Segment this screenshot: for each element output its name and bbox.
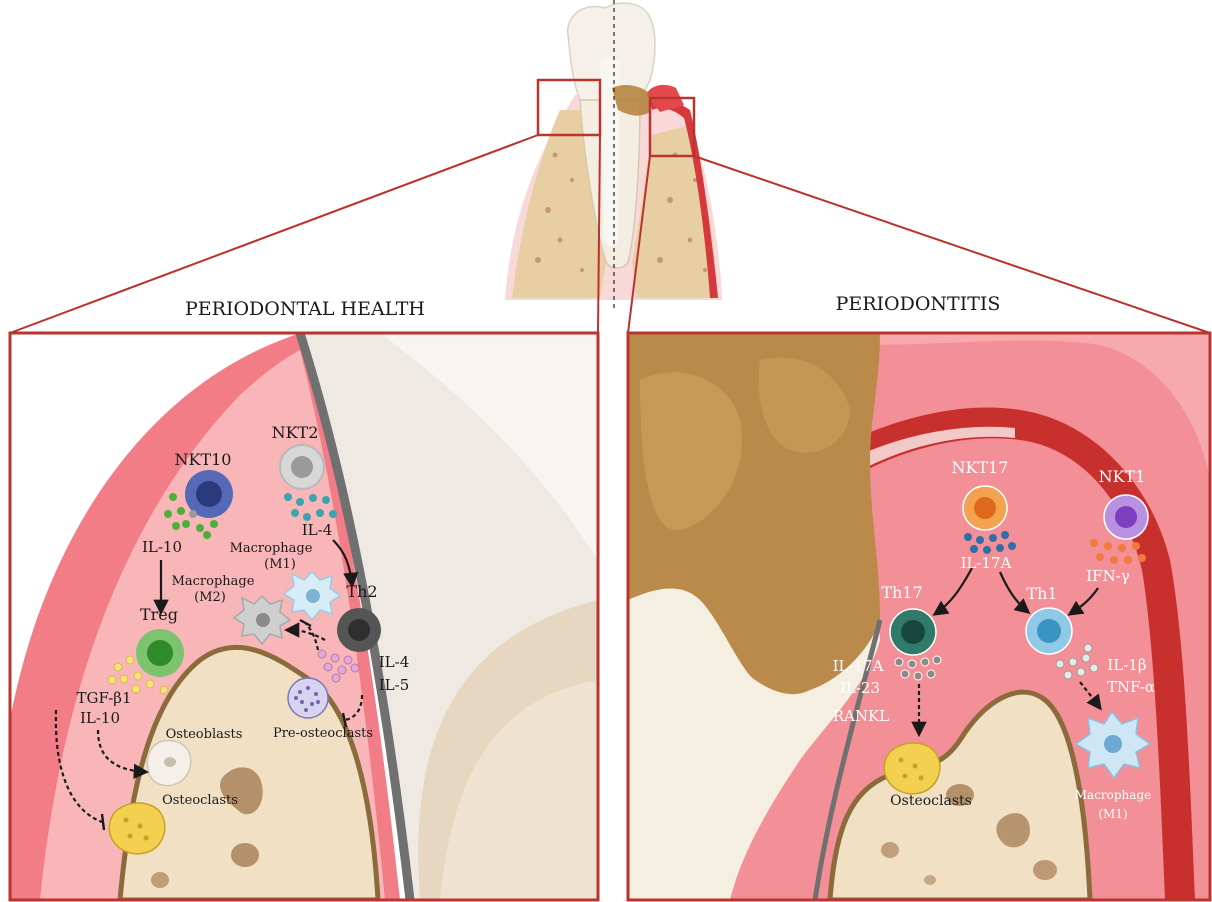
label-nkt10: NKT10 bbox=[175, 450, 232, 469]
tooth-illustration bbox=[505, 0, 722, 310]
th17-cell bbox=[890, 609, 936, 655]
label-tnfa: TNF-α bbox=[1107, 678, 1155, 696]
osteoclast-cell-left bbox=[109, 803, 165, 854]
label-macrophage-m1-line2: (M1) bbox=[264, 557, 296, 572]
label-osteoblasts: Osteoblasts bbox=[166, 727, 243, 742]
th2-cell bbox=[337, 608, 381, 652]
label-osteoclasts-left: Osteoclasts bbox=[162, 793, 238, 808]
label-nkt1: NKT1 bbox=[1099, 467, 1146, 486]
treg-cell bbox=[136, 629, 184, 677]
label-macrophage-m2-line1: Macrophage bbox=[172, 574, 255, 589]
label-il1b: IL-1β bbox=[1107, 656, 1146, 674]
pre-osteoclast-cell bbox=[288, 678, 328, 718]
osteoclast-cell-right bbox=[884, 743, 940, 794]
osteoblast-cell bbox=[147, 741, 191, 786]
panel-health bbox=[10, 333, 598, 900]
label-il4-a: IL-4 bbox=[302, 521, 333, 539]
label-il23: IL-23 bbox=[840, 679, 880, 697]
label-th1: Th1 bbox=[1026, 584, 1057, 603]
label-macrophage-m2-line2: (M2) bbox=[194, 590, 226, 605]
label-il10-a: IL-10 bbox=[142, 538, 182, 556]
label-il5: IL-5 bbox=[379, 676, 410, 694]
nkt1-cell bbox=[1104, 495, 1148, 539]
label-macrophage-right-line1: Macrophage bbox=[1075, 788, 1151, 802]
label-il4-b: IL-4 bbox=[379, 653, 410, 671]
label-nkt17: NKT17 bbox=[952, 458, 1009, 477]
title-periodontal-health: PERIODONTAL HEALTH bbox=[185, 298, 425, 320]
label-tgfb1: TGF-β1 bbox=[76, 689, 131, 707]
label-macrophage-m1-line1: Macrophage bbox=[230, 541, 313, 556]
label-il10-b: IL-10 bbox=[80, 709, 120, 727]
label-ifng: IFN-γ bbox=[1086, 567, 1130, 585]
label-il17a-a: IL-17A bbox=[961, 554, 1012, 572]
th1-cell bbox=[1026, 608, 1072, 654]
label-rankl: RANKL bbox=[833, 707, 889, 725]
label-osteoclasts-right: Osteoclasts bbox=[890, 793, 972, 809]
nkt2-cell bbox=[280, 445, 324, 489]
label-treg: Treg bbox=[140, 605, 178, 624]
title-periodontitis: PERIODONTITIS bbox=[836, 293, 1001, 315]
label-nkt2: NKT2 bbox=[272, 423, 319, 442]
label-pre-osteoclasts: Pre-osteoclasts bbox=[273, 726, 373, 741]
label-macrophage-right-line2: (M1) bbox=[1098, 807, 1127, 821]
label-th17: Th17 bbox=[881, 583, 922, 602]
label-il17a-b: IL-17A bbox=[833, 657, 884, 675]
nkt17-cell bbox=[963, 486, 1007, 530]
